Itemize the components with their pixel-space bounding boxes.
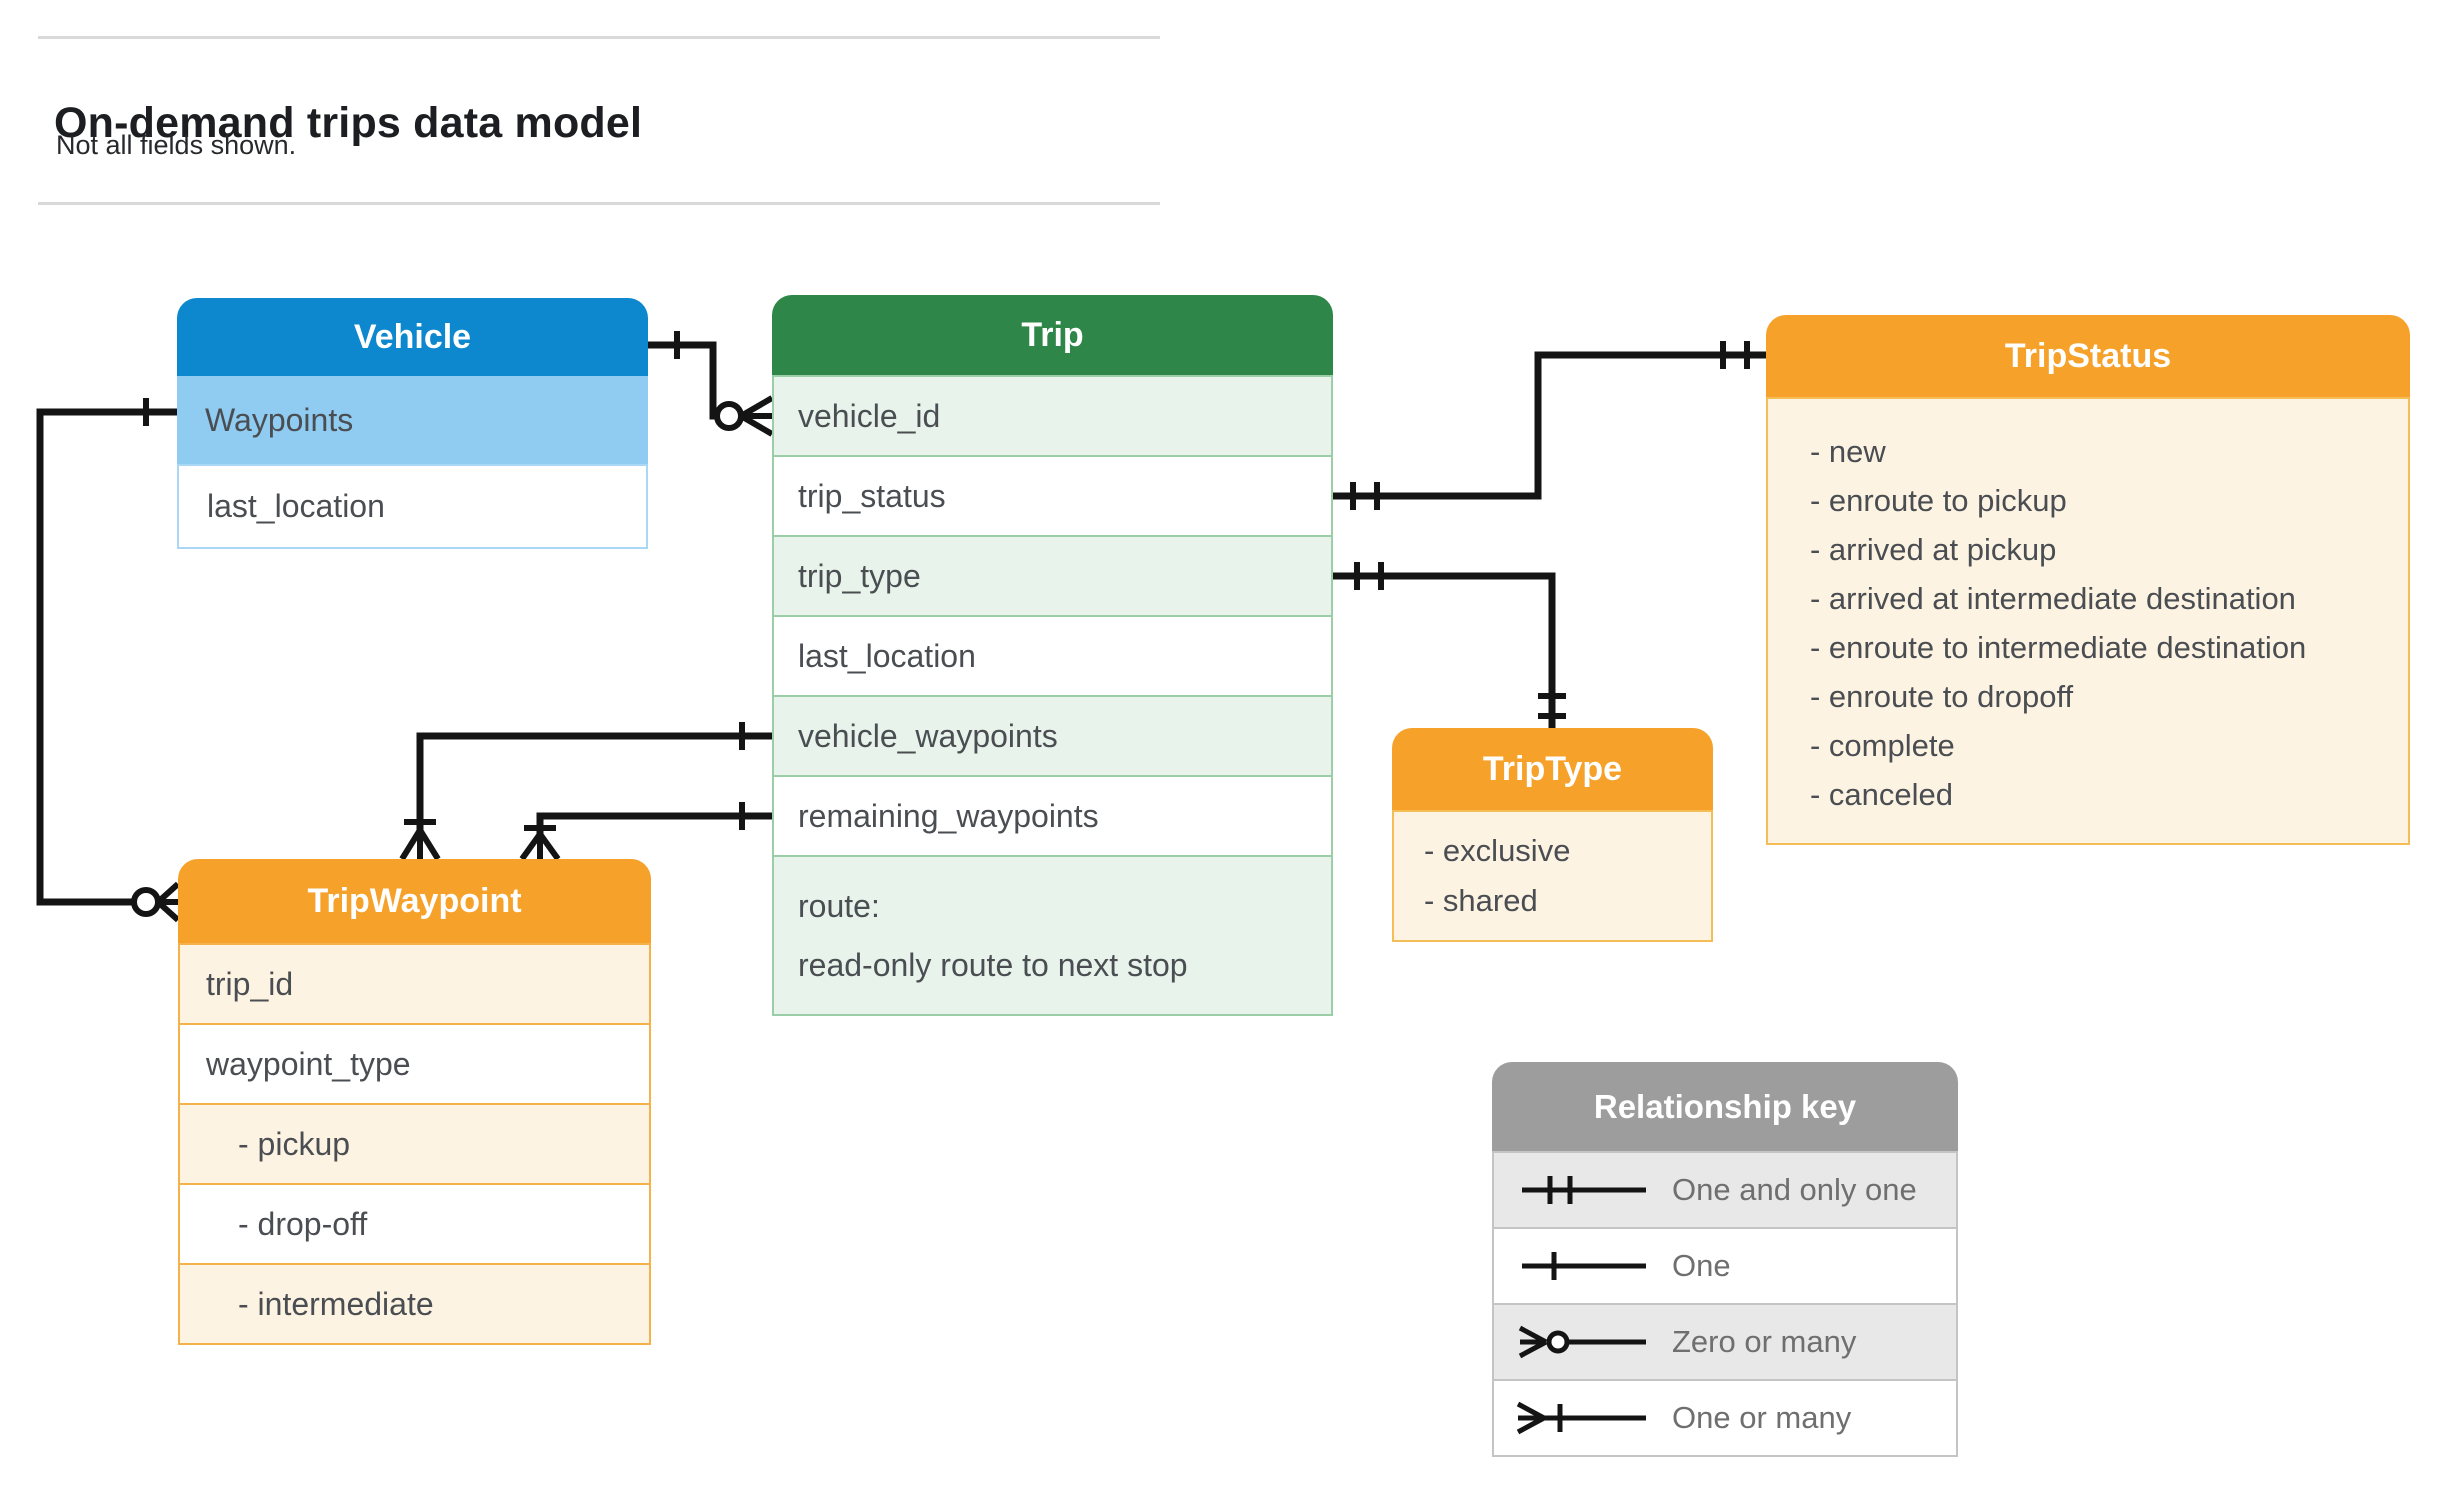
trip-type-table-header: TripType (1392, 728, 1713, 810)
table-row: trip_type (772, 535, 1333, 617)
page-subtitle: Not all fields shown. (56, 130, 297, 160)
connector-trip-triptype (1333, 562, 1566, 728)
zero-or-many-icon (1518, 1325, 1646, 1359)
row-label: Waypoints (205, 401, 354, 438)
legend-label: One or many (1672, 1400, 1852, 1435)
relationship-key: Relationship key One and only one One (1492, 1062, 1958, 1457)
relationship-key-header: Relationship key (1492, 1062, 1958, 1151)
enum-value: - exclusive (1424, 833, 1571, 868)
trip-waypoint-table: TripWaypoint trip_id waypoint_type - pic… (178, 859, 651, 1345)
legend-title: Relationship key (1593, 1087, 1857, 1125)
connector-vehicle-waypoints-tripwaypoint (36, 398, 181, 923)
table-title: TripType (1482, 749, 1623, 788)
table-row: last_location (772, 615, 1333, 697)
connector-vehicle-waypoints-field-tripwaypoint (399, 722, 772, 861)
enum-value: - enroute to pickup (1810, 483, 2067, 518)
table-title: Vehicle (353, 317, 472, 356)
legend-row: One (1492, 1227, 1958, 1305)
row-label: last_location (798, 637, 976, 674)
table-row-route: route: read-only route to next stop (772, 855, 1333, 1016)
row-label: vehicle_waypoints (798, 717, 1058, 754)
table-row: Waypoints (177, 376, 648, 464)
bottom-divider (38, 202, 1160, 205)
trip-waypoint-table-header: TripWaypoint (178, 859, 651, 943)
table-row: - intermediate (178, 1263, 651, 1345)
connector-vehicle-trip (648, 331, 774, 437)
row-label: trip_id (206, 965, 294, 1002)
legend-row: One and only one (1492, 1151, 1958, 1229)
enum-value: - complete (1810, 728, 1955, 763)
row-label: - drop-off (238, 1205, 368, 1242)
enum-value: - shared (1424, 883, 1538, 918)
connector-trip-tripstatus (1333, 341, 1766, 510)
legend-label: Zero or many (1672, 1324, 1857, 1359)
page-title: On-demand trips data model (54, 98, 643, 147)
row-label: - pickup (238, 1125, 351, 1162)
vehicle-table: Vehicle Waypoints last_location (177, 298, 648, 549)
row-label: waypoint_type (206, 1045, 411, 1082)
table-title: TripStatus (2004, 336, 2172, 375)
row-label: vehicle_id (798, 397, 941, 434)
trip-status-table: TripStatus - new - enroute to pickup - a… (1766, 315, 2410, 845)
table-row: trip_id (178, 943, 651, 1025)
enum-value: - arrived at intermediate destination (1810, 581, 2296, 616)
legend-row: One or many (1492, 1379, 1958, 1457)
row-label: - intermediate (238, 1285, 434, 1322)
row-label: trip_status (798, 477, 946, 514)
enum-value: - canceled (1810, 777, 1954, 812)
connector-remaining-waypoints-tripwaypoint (519, 802, 772, 861)
table-row: vehicle_id (772, 375, 1333, 457)
legend-label: One and only one (1672, 1172, 1917, 1207)
enum-value: - enroute to dropoff (1810, 679, 2074, 714)
row-label: trip_type (798, 557, 921, 594)
row-label: remaining_waypoints (798, 797, 1099, 834)
trip-status-table-header: TripStatus (1766, 315, 2410, 397)
trip-table-header: Trip (772, 295, 1333, 375)
enum-value: - new (1810, 434, 1886, 469)
table-row: vehicle_waypoints (772, 695, 1333, 777)
table-row: last_location (177, 464, 648, 549)
table-title: TripWaypoint (307, 881, 522, 920)
trip-status-values: - new - enroute to pickup - arrived at p… (1766, 397, 2410, 845)
table-row: waypoint_type (178, 1023, 651, 1105)
table-title: Trip (1021, 315, 1084, 354)
one-or-many-icon (1516, 1401, 1646, 1435)
trip-type-table: TripType - exclusive - shared (1392, 728, 1713, 942)
table-row: trip_status (772, 455, 1333, 537)
legend-row: Zero or many (1492, 1303, 1958, 1381)
enum-value: - arrived at pickup (1810, 532, 2057, 567)
one-icon (1522, 1252, 1646, 1280)
one-and-only-one-icon (1522, 1176, 1646, 1204)
enum-value: - enroute to intermediate destination (1810, 630, 2307, 665)
table-row: remaining_waypoints (772, 775, 1333, 857)
legend-label: One (1672, 1248, 1731, 1283)
table-row: - drop-off (178, 1183, 651, 1265)
vehicle-table-header: Vehicle (177, 298, 648, 376)
table-row: - pickup (178, 1103, 651, 1185)
row-label: last_location (207, 488, 385, 524)
route-label: route: (798, 887, 880, 924)
top-divider (38, 36, 1160, 39)
trip-type-values: - exclusive - shared (1392, 810, 1713, 942)
trip-table: Trip vehicle_id trip_status trip_type la… (772, 295, 1333, 1016)
route-note: read-only route to next stop (798, 946, 1188, 983)
